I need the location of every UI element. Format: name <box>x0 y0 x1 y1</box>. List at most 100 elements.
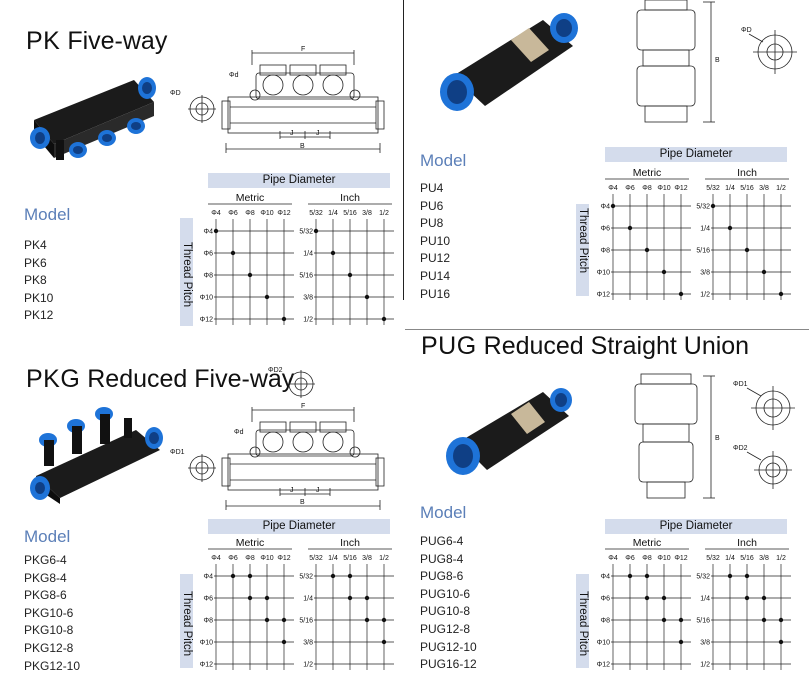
inch-column-label: 5/32 <box>309 210 323 217</box>
metric-row-label: Φ12 <box>597 662 610 669</box>
metric-row-label: Φ4 <box>204 574 214 581</box>
compat-dot-inch <box>347 573 353 579</box>
inch-row-label: 5/16 <box>299 273 313 280</box>
inch-row-label: 5/16 <box>696 248 710 255</box>
model-item: PUG8-6 <box>420 569 464 584</box>
model-heading: Model <box>24 527 71 546</box>
compat-dot-inch <box>330 250 336 256</box>
model-item: PU12 <box>420 251 451 266</box>
model-item: PKG6-4 <box>24 553 67 567</box>
inch-column-label: 3/8 <box>362 210 372 217</box>
compat-dot-metric <box>678 639 684 645</box>
inch-column-label: 5/16 <box>740 185 754 192</box>
metric-column-label: Φ4 <box>608 185 618 192</box>
inch-column-label: 1/2 <box>379 555 389 562</box>
product-code: PKG <box>26 365 81 393</box>
inch-column-label: 1/4 <box>328 555 338 562</box>
inch-column-label: 5/32 <box>706 555 720 562</box>
compat-dot-metric <box>264 595 270 601</box>
metric-column-label: Φ6 <box>625 555 635 562</box>
compat-dot-metric <box>661 595 667 601</box>
section-title: PK Five-way <box>26 27 167 56</box>
model-item: PU6 <box>420 198 444 213</box>
label-f: F <box>301 403 305 410</box>
inch-row-label: 5/16 <box>299 618 313 625</box>
inch-row-label: 1/4 <box>700 596 710 603</box>
metric-column-label: Φ10 <box>657 555 670 562</box>
label-j1: J <box>290 487 294 494</box>
horizontal-divider <box>405 329 809 330</box>
metric-row-label: Φ4 <box>601 204 611 211</box>
inch-column-label: 5/32 <box>309 555 323 562</box>
inch-header: Inch <box>340 537 360 549</box>
thread-pitch-bar <box>180 574 193 668</box>
inch-column-label: 1/2 <box>379 210 389 217</box>
metric-row-label: Φ6 <box>601 596 611 603</box>
compat-dot-metric <box>264 617 270 623</box>
compat-dot-inch <box>381 617 387 623</box>
label-d2: ΦD2 <box>733 445 748 452</box>
label-b: B <box>715 435 720 442</box>
label-d-big: ΦD <box>170 90 181 97</box>
label-d-small: Φd <box>234 429 244 436</box>
label-d1: ΦD1 <box>170 449 185 456</box>
compat-dot-inch <box>330 573 336 579</box>
inch-row-label: 5/16 <box>696 618 710 625</box>
inch-row-label: 1/2 <box>303 317 313 324</box>
metric-column-label: Φ8 <box>642 555 652 562</box>
label-j2: J <box>316 130 320 137</box>
compat-dot-inch <box>364 595 370 601</box>
model-item: PKG12-10 <box>24 658 81 673</box>
product-name: Five-way <box>67 27 168 55</box>
compat-dot-inch <box>727 573 733 579</box>
metric-row-label: Φ10 <box>200 295 213 302</box>
model-item: PKG10-6 <box>24 605 74 620</box>
label-f: F <box>301 46 305 53</box>
model-item: PKG8-4 <box>24 570 67 585</box>
inch-header: Inch <box>737 537 757 549</box>
metric-row-label: Φ4 <box>204 229 214 236</box>
model-item: PUG10-6 <box>420 586 471 601</box>
compat-dot-metric <box>213 228 219 234</box>
inch-row-label: 5/32 <box>299 574 313 581</box>
label-b: B <box>300 143 305 150</box>
inch-column-label: 1/4 <box>725 185 735 192</box>
model-item: PKG12-8 <box>24 640 74 655</box>
product-code: PUG <box>421 332 477 360</box>
compat-dot-metric <box>610 203 616 209</box>
metric-column-label: Φ10 <box>260 210 273 217</box>
model-heading: Model <box>24 205 71 224</box>
product-name: Reduced Five-way <box>87 365 295 393</box>
metric-header: Metric <box>236 537 265 549</box>
model-item: PUG6-4 <box>420 534 464 548</box>
metric-row-label: Φ10 <box>597 270 610 277</box>
metric-header: Metric <box>633 537 662 549</box>
model-item: PUG12-8 <box>420 621 471 636</box>
section-pk: PK Five-way <box>0 0 404 338</box>
inch-row-label: 3/8 <box>700 270 710 277</box>
metric-row-label: Φ6 <box>204 596 214 603</box>
label-d2: ΦD2 <box>268 367 283 374</box>
metric-column-label: Φ12 <box>277 210 290 217</box>
technical-drawing: ΦD1 ΦD2 B <box>633 373 809 512</box>
metric-column-label: Φ6 <box>228 210 238 217</box>
compat-dot-inch <box>778 617 784 623</box>
metric-column-label: Φ8 <box>245 555 255 562</box>
label-j1: J <box>290 130 294 137</box>
model-item: PK8 <box>24 273 47 288</box>
inch-column-label: 1/2 <box>776 555 786 562</box>
pipe-diameter-header: Pipe Diameter <box>605 519 787 534</box>
inch-row-label: 3/8 <box>303 295 313 302</box>
metric-row-label: Φ12 <box>200 317 213 324</box>
section-title: PUG Reduced Straight Union <box>421 332 749 361</box>
product-photo <box>441 372 581 482</box>
compat-dot-metric <box>247 573 253 579</box>
inch-header: Inch <box>737 167 757 179</box>
section-title: PKG Reduced Five-way <box>26 365 294 394</box>
compat-dot-inch <box>347 272 353 278</box>
